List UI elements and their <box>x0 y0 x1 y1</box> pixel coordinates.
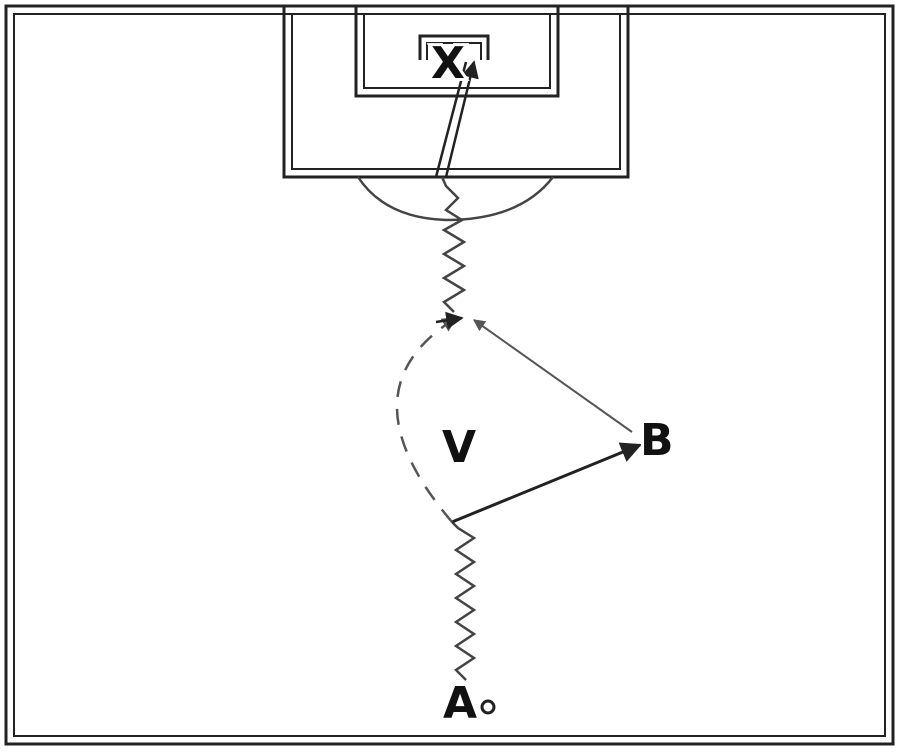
label-goalkeeper: X <box>431 38 465 89</box>
dribble-path-upper <box>440 176 467 313</box>
run-path-a <box>395 316 458 523</box>
pass-a-to-b <box>451 442 642 524</box>
dribble-path-a <box>451 521 477 681</box>
shot-path <box>434 60 479 178</box>
label-attacker: A <box>443 678 477 729</box>
pitch-boundary <box>4 4 895 746</box>
center-arrow <box>435 311 464 330</box>
ball-icon <box>480 699 496 715</box>
label-teammate: B <box>640 415 674 466</box>
goal <box>418 34 490 60</box>
penalty-arc <box>356 176 554 222</box>
penalty-area <box>282 6 630 179</box>
pass-b-to-center <box>473 319 633 433</box>
label-defender: V <box>442 422 476 473</box>
